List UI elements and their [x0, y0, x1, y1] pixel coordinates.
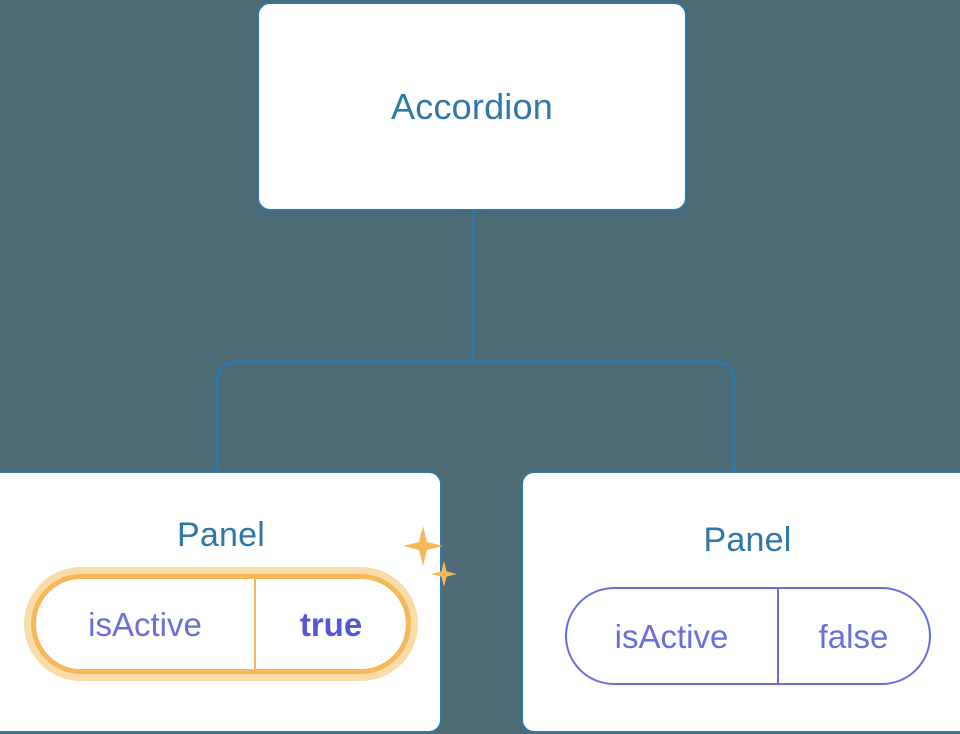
prop-pill-isactive-false[interactable]: isActive false [564, 587, 931, 685]
node-accordion-title: Accordion [391, 85, 553, 127]
prop-pill-inactive-wrap: isActive false [564, 587, 931, 685]
prop-key: isActive [567, 589, 779, 683]
edge-branch-left [215, 360, 473, 471]
prop-pill-isactive-true[interactable]: isActive true [31, 574, 411, 674]
node-panel-active-title: Panel [177, 516, 265, 554]
prop-key: isActive [36, 579, 256, 669]
prop-value: true [299, 605, 363, 643]
sparkle-large-icon [403, 526, 443, 566]
edge-branch-right [473, 360, 736, 471]
node-panel-active-inner: Panel isActive true [0, 473, 457, 731]
node-panel-inactive-title: Panel [703, 521, 792, 559]
node-panel-inactive[interactable]: Panel isActive false [521, 471, 960, 733]
node-panel-inactive-inner: Panel isActive false [523, 473, 960, 731]
prop-value: false [818, 617, 889, 655]
prop-pill-active-wrap: isActive true [31, 526, 457, 674]
node-accordion[interactable]: Accordion [257, 2, 687, 211]
node-panel-active[interactable]: Panel isActive true [0, 471, 457, 733]
